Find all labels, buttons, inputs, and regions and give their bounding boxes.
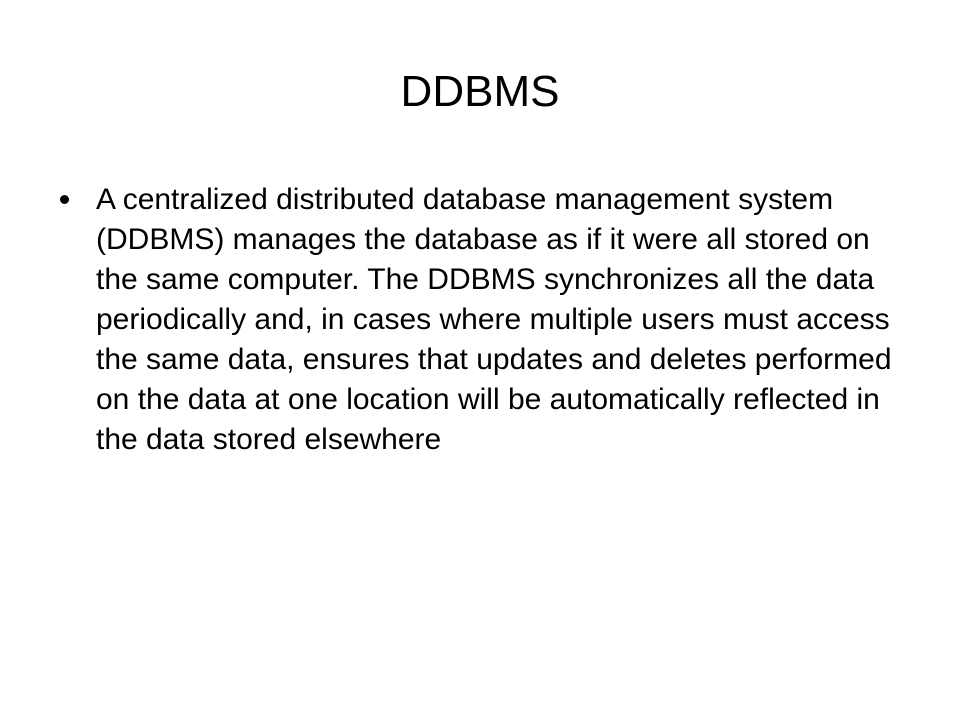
bullet-item: A centralized distributed database manag… (60, 180, 910, 460)
bullet-text: A centralized distributed database manag… (96, 183, 892, 456)
bullet-list: A centralized distributed database manag… (60, 180, 910, 460)
bullet-dot-icon (60, 195, 69, 204)
slide-title: DDBMS (400, 67, 560, 116)
